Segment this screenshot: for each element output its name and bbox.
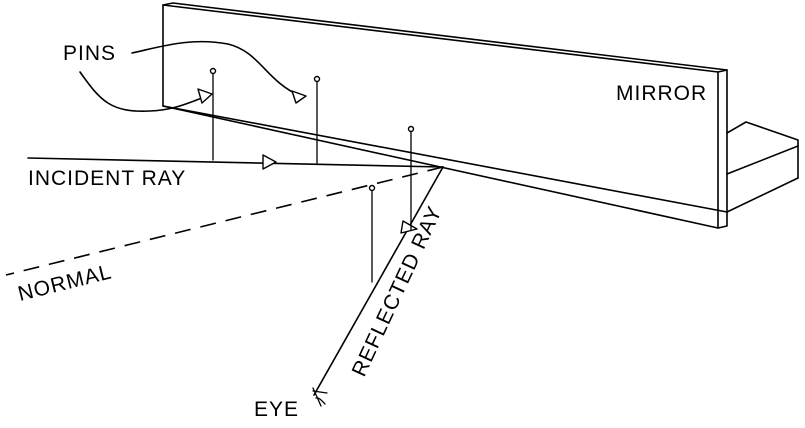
pins — [209, 67, 415, 283]
mirror-base-bottom — [726, 177, 799, 213]
pins-leader-2 — [131, 40, 301, 97]
mirror-top-face-edge — [717, 69, 728, 73]
incident-ray-line — [27, 157, 444, 168]
reflected-ray-arrow — [400, 220, 418, 234]
pins-leader-1-arrow — [197, 88, 213, 104]
normal-line — [5, 166, 444, 276]
incident-ray-label: INCIDENT RAY — [28, 167, 186, 190]
mirror — [162, 2, 799, 229]
pin-1-head — [209, 67, 217, 75]
eye-icon — [312, 387, 328, 407]
reflected-ray-label: REFLECTED RAY — [348, 202, 447, 380]
pin-4-head — [368, 184, 376, 192]
normal-label: NORMAL — [16, 260, 115, 306]
incident-ray — [27, 154, 444, 170]
reflected-ray — [313, 166, 444, 396]
eye-label: EYE — [254, 398, 299, 421]
pins-label: PINS — [63, 42, 116, 65]
pins-leader-2-arrow — [291, 90, 307, 104]
pins-leader-1 — [79, 71, 206, 112]
mirror-base — [726, 121, 799, 175]
mirror-label: MIRROR — [616, 82, 707, 105]
pin-3-head — [407, 125, 415, 133]
incident-ray-arrow — [262, 154, 277, 170]
mirror-reflection-line — [162, 105, 728, 213]
pins-leaders — [79, 40, 307, 112]
mirror-top-edge — [162, 2, 728, 229]
reflected-ray-line — [313, 166, 444, 396]
pin-2-head — [313, 75, 321, 83]
